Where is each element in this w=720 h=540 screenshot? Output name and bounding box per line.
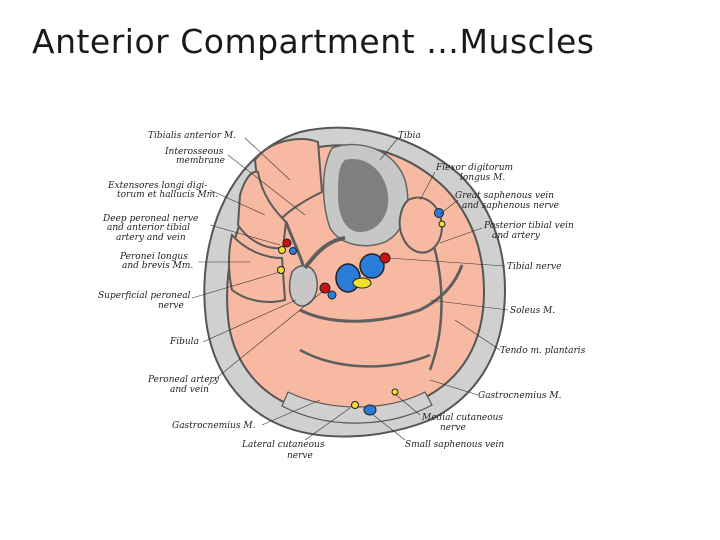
peroneal-vein xyxy=(327,290,337,300)
peroneus-muscles xyxy=(228,232,287,303)
label-interosseous-line1: Interosseous xyxy=(164,147,224,157)
label-fibula: Fibula xyxy=(169,337,199,347)
label-deep-peroneal-line2: and anterior tibial xyxy=(107,223,190,233)
label-deep-peroneal-line3: artery and vein xyxy=(116,233,186,243)
label-tendo-plantaris: Tendo m. plantaris xyxy=(500,346,586,356)
posterior-tibial-vein-2 xyxy=(359,253,385,279)
saphenous-nerve xyxy=(438,220,446,228)
peroneal-artery xyxy=(319,282,331,294)
septum-anterior xyxy=(284,221,305,266)
tibia-marrow xyxy=(338,159,389,232)
leader-lines xyxy=(191,137,509,441)
label-flexor-digitorum-line2: longus M. xyxy=(460,173,505,183)
label-medial-cutaneous-line2: nerve xyxy=(440,423,466,433)
label-flexor-digitorum-line1: Flexor digitorum xyxy=(435,163,513,173)
small-saphenous-vein xyxy=(363,404,377,416)
label-posterior-tibial-line1: Posterior tibial vein xyxy=(483,221,574,231)
deep-peroneal-nerve xyxy=(278,246,286,254)
septum-soleus xyxy=(299,348,431,368)
interosseous-membrane xyxy=(303,236,346,270)
label-gastrocnemius-right: Gastrocnemius M. xyxy=(478,391,562,401)
medial-cutaneous-nerve xyxy=(351,401,359,409)
label-medial-cutaneous-line1: Medial cutaneous xyxy=(421,413,503,423)
slide-title: Anterior Compartment …Muscles xyxy=(32,22,595,61)
flexor-digitorum-muscle xyxy=(398,196,444,254)
deep-fascia-posterior xyxy=(299,264,464,323)
label-extensores-line2: torum et hallucis Mm. xyxy=(117,190,218,200)
label-deep-peroneal-line1: Deep peroneal nerve xyxy=(102,214,198,224)
tibial-nerve xyxy=(352,277,372,289)
posterior-tibial-vein-1 xyxy=(335,263,361,293)
label-superficial-peroneal-line1: Superficial peroneal xyxy=(98,291,191,301)
superficial-peroneal-nerve xyxy=(277,266,285,274)
label-small-saphenous: Small saphenous vein xyxy=(405,440,504,450)
anterior-tibial-vein xyxy=(289,247,297,255)
label-tibial-nerve: Tibial nerve xyxy=(507,262,561,272)
label-extensores-line1: Extensores longi digi- xyxy=(107,181,207,191)
label-great-saphenous-line1: Great saphenous vein xyxy=(455,191,554,201)
fibula-bone xyxy=(288,264,318,307)
label-lateral-cutaneous-line2: nerve xyxy=(287,451,313,461)
label-great-saphenous-line2: and saphenous nerve xyxy=(462,201,559,211)
label-peronei-line2: and brevis Mm. xyxy=(122,261,193,271)
septum-vertical xyxy=(428,239,443,371)
label-superficial-peroneal-line2: nerve xyxy=(158,301,184,311)
label-lateral-cutaneous-line1: Lateral cutaneous xyxy=(241,440,325,450)
label-tibialis-anterior: Tibialis anterior M. xyxy=(148,131,236,141)
label-peroneal-artery-line2: and vein xyxy=(170,385,209,395)
label-tibia: Tibia xyxy=(398,131,421,141)
label-gastrocnemius-left: Gastrocnemius M. xyxy=(172,421,256,431)
lateral-cutaneous-nerve xyxy=(391,388,399,396)
label-posterior-tibial-line2: and artery xyxy=(492,231,541,241)
extensor-muscles xyxy=(236,170,288,250)
label-peronei-line1: Peronei longus xyxy=(119,252,188,262)
great-saphenous-vein xyxy=(434,208,444,218)
label-interosseous-line2: membrane xyxy=(176,156,225,166)
anterior-tibial-artery xyxy=(282,238,292,248)
label-peroneal-artery-line1: Peroneal artery xyxy=(147,375,220,385)
label-soleus: Soleus M. xyxy=(510,306,555,316)
